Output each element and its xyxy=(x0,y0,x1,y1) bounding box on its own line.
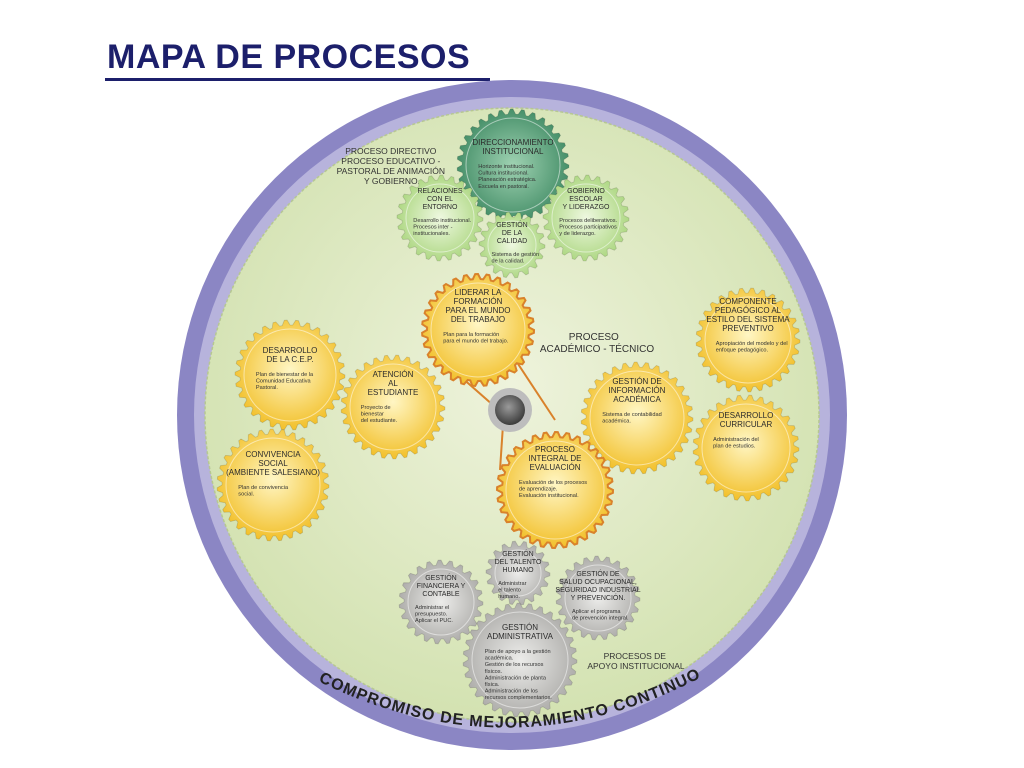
gear-convivencia-body xyxy=(216,428,330,542)
gear-gobierno-inner-ring xyxy=(551,183,621,253)
gear-atencion-inner-ring xyxy=(349,363,437,451)
group-label-apoyo: PROCESOS DE APOYO INSTITUCIONAL xyxy=(587,651,685,671)
gear-atencion-body xyxy=(340,354,446,460)
gear-salud-body xyxy=(555,555,641,641)
gear-relaciones-inner-ring xyxy=(405,183,475,253)
gear-liderar-body xyxy=(421,272,536,387)
gear-calidad-inner-ring xyxy=(487,220,537,270)
gear-financiera-inner-ring xyxy=(407,568,475,636)
gear-calidad-body xyxy=(478,211,546,279)
gear-curricular-body xyxy=(692,394,800,502)
group-label-directivo: PROCESO DIRECTIVO PROCESO EDUCATIVO - PA… xyxy=(337,146,448,186)
group-label-academico: PROCESO ACADÉMICO - TÉCNICO xyxy=(540,332,654,355)
gear-informacion-body xyxy=(580,361,694,475)
gear-desarrollo-cep-body xyxy=(234,319,346,431)
gear-evaluacion-body xyxy=(495,430,615,550)
gear-gobierno-description: Procesos deliberativos.Procesos particip… xyxy=(559,218,617,237)
gear-direccionamiento-inner-ring xyxy=(465,117,561,213)
gear-desarrollo-cep-inner-ring xyxy=(243,328,337,422)
gear-administrativa-body xyxy=(462,602,578,718)
gear-componente-inner-ring xyxy=(704,296,792,384)
gear-evaluacion-inner-ring xyxy=(505,440,605,540)
gear-direccionamiento-description: Horizonte institucional.Cultura instituc… xyxy=(478,164,537,190)
gear-direccionamiento-body xyxy=(456,108,570,222)
page-title: MAPA DE PROCESOS xyxy=(107,38,471,76)
gear-talento-inner-ring xyxy=(494,549,542,597)
gear-administrativa-inner-ring xyxy=(471,611,569,709)
gear-curricular-inner-ring xyxy=(701,403,791,493)
central-hub xyxy=(495,395,525,425)
title-underline xyxy=(105,78,490,81)
gear-salud-inner-ring xyxy=(564,564,632,632)
gear-convivencia-inner-ring xyxy=(225,437,321,533)
gear-liderar-inner-ring xyxy=(430,282,526,378)
gear-financiera-body xyxy=(398,559,484,645)
gear-componente-body xyxy=(695,287,801,393)
gear-gobierno-body xyxy=(542,174,630,262)
gear-informacion-inner-ring xyxy=(589,370,685,466)
gear-relaciones-description: Desarrollo institucional.Procesos inter … xyxy=(413,218,471,237)
gear-relaciones-body xyxy=(396,174,484,262)
